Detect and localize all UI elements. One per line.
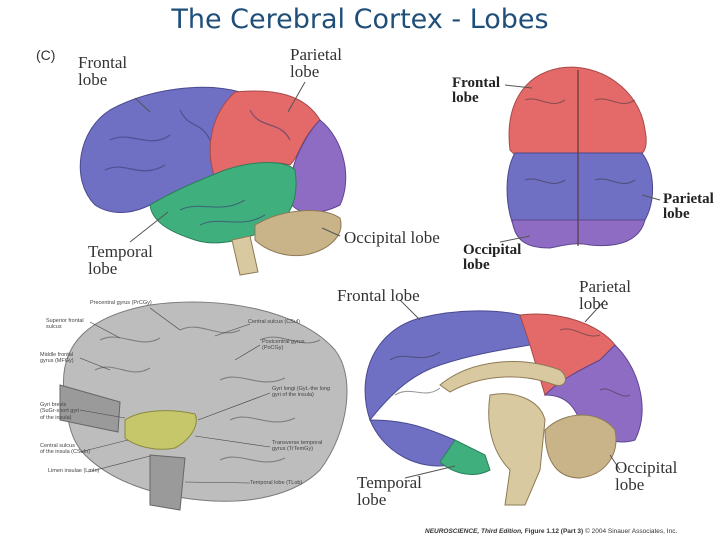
panel-b-frontal-label: Frontal lobe	[452, 76, 500, 106]
gray-hemisphere	[63, 301, 348, 502]
page-title: The Cerebral Cortex - Lobes	[171, 4, 549, 35]
label-line: Gyri brevis	[40, 402, 67, 408]
panel-letter: (C)	[36, 47, 56, 63]
label-line: lobe	[88, 259, 118, 278]
panel-d-occipital-label: Occipital lobe	[615, 459, 677, 493]
label-line: Frontal	[78, 53, 128, 72]
label-line: Temporal	[357, 473, 422, 492]
medial-temporal-lobe	[439, 439, 491, 475]
lateral-occipital-lobe	[289, 119, 347, 213]
label-line: Transverse temporal	[272, 440, 323, 446]
panel-b-parietal-label: Parietal lobe	[663, 192, 714, 222]
figure-credit: NEUROSCIENCE, Third Edition, Figure 1.12…	[425, 528, 677, 535]
label-line: Central sulcus	[40, 443, 75, 449]
credit-copyright: © 2004 Sinauer Associates, Inc.	[585, 528, 678, 535]
lateral-brainstem	[231, 235, 259, 276]
label-precentral-gyrus: Precentral gyrus (PrCGy)	[90, 300, 152, 306]
label-line: sulcus	[46, 324, 62, 331]
label-line: Superior frontal	[46, 318, 84, 324]
label-gyri-longi: Gyri longi (GyL-the long gyri of the ins…	[272, 386, 330, 399]
label-postcentral-gyrus: Postcentral gyrus (PoCGy)	[262, 339, 305, 352]
label-superior-frontal-sulcus: Superior frontal sulcus	[46, 318, 84, 331]
dorsal-parietal-lobe	[506, 152, 654, 223]
label-line: Gyri longi (GyL-the long	[272, 386, 331, 392]
medial-corpus-callosum	[439, 361, 566, 393]
label-line: Postcentral gyrus	[262, 339, 305, 345]
dorsal-brain	[499, 66, 661, 249]
credit-book: NEUROSCIENCE, Third Edition,	[425, 528, 523, 535]
label-line: of the insula)	[40, 414, 72, 421]
label-transverse-temporal-gyrus: Transverse temporal gyrus (TrTemGy)	[272, 440, 322, 453]
label-line: lobe	[615, 475, 645, 494]
label-central-sulcus-insula: Central sulcus of the insula (CSuIn)	[40, 443, 90, 456]
label-line: (SuGr-short gyri	[40, 408, 80, 415]
label-central-sulcus: Central sulcus (CSul)	[248, 319, 300, 325]
label-line: Temporal	[88, 242, 153, 261]
panel-a-frontal-label: Frontal lobe	[78, 54, 127, 88]
label-line: Occipital	[463, 242, 522, 258]
label-line: (PoCGy)	[262, 345, 284, 352]
temporal-flap	[149, 454, 186, 511]
label-line: gyri of the insula)	[272, 392, 314, 399]
panel-a-occipital-label: Occipital lobe	[344, 228, 440, 247]
label-line: lobe	[663, 206, 690, 222]
cut-flap	[59, 384, 121, 433]
label-middle-frontal-gyrus: Middle frontal gyrus (MFGy)	[40, 352, 74, 365]
label-temporal-lobe-gray: Temporal lobe (TLob)	[250, 480, 303, 486]
medial-brain	[364, 299, 643, 506]
label-line: Frontal	[452, 75, 501, 91]
insula-region	[124, 410, 197, 450]
label-line: lobe	[290, 62, 320, 81]
label-line: lobe	[78, 70, 108, 89]
panel-d-temporal-label: Temporal lobe	[357, 474, 422, 508]
label-line: lobe	[357, 490, 387, 509]
label-line: of the insula (CSuIn)	[40, 449, 91, 456]
medial-cerebellum	[544, 414, 617, 479]
label-line: Occipital	[615, 458, 678, 477]
label-line: lobe	[452, 90, 479, 106]
panel-d-frontal-label: Frontal lobe	[337, 286, 420, 305]
lateral-brain	[79, 81, 347, 276]
panel-a-parietal-label: Parietal lobe	[290, 46, 342, 80]
label-line: Parietal	[290, 45, 342, 64]
label-line: Parietal	[579, 277, 631, 296]
panel-a-temporal-label: Temporal lobe	[88, 243, 153, 277]
label-line: Parietal	[663, 191, 714, 207]
lateral-cerebellum	[254, 210, 342, 257]
credit-figure: Figure 1.12 (Part 3)	[524, 528, 584, 535]
label-limen-insulae: Limen insulae (LmIn)	[48, 468, 100, 474]
label-line: Middle frontal	[40, 352, 74, 358]
medial-brainstem	[488, 393, 546, 506]
gray-brain	[59, 301, 348, 511]
label-line: gyrus (TrTemGy)	[272, 446, 314, 453]
panel-b-occipital-label: Occipital lobe	[463, 243, 521, 273]
label-gyri-brevis: Gyri brevis (SuGr-short gyri of the insu…	[40, 402, 79, 421]
panel-d-parietal-label: Parietal lobe	[579, 278, 631, 312]
label-line: lobe	[579, 294, 609, 313]
label-line: gyrus (MFGy)	[40, 358, 74, 365]
label-line: lobe	[463, 257, 490, 273]
